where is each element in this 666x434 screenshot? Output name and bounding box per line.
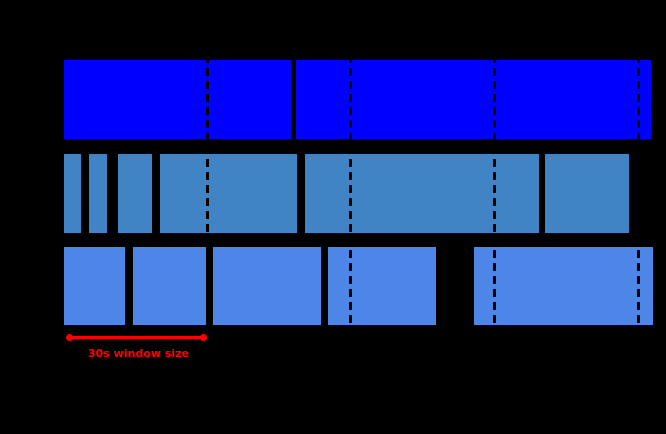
bar-segment-series-3-3 <box>213 247 321 325</box>
bar-segment-series-3-5 <box>474 247 653 325</box>
bar-segment-series-3-2 <box>133 247 206 325</box>
bar-segment-series-2-2 <box>89 154 107 233</box>
arrow-endpoint-right <box>199 333 207 341</box>
bar-segment-series-2-1 <box>64 154 81 233</box>
bar-segment-series-2-6 <box>545 154 629 233</box>
bar-segment-series-3-1 <box>64 247 125 325</box>
bar-segment-series-1-2 <box>296 60 651 139</box>
arrow-endpoint-left <box>65 333 73 341</box>
window-size-label: 30s window size <box>88 347 190 360</box>
window-size-arrow <box>69 336 203 339</box>
bar-segment-series-2-5 <box>305 154 539 233</box>
bar-segment-series-1-1 <box>64 60 291 139</box>
window-boundary-line-1 <box>205 55 209 333</box>
bar-segment-series-3-4 <box>328 247 436 325</box>
bar-segment-series-2-4 <box>160 154 297 233</box>
window-boundary-line-4 <box>636 55 640 333</box>
window-boundary-line-2 <box>348 55 352 333</box>
bar-segment-series-2-3 <box>118 154 152 233</box>
window-boundary-line-3 <box>492 55 496 333</box>
